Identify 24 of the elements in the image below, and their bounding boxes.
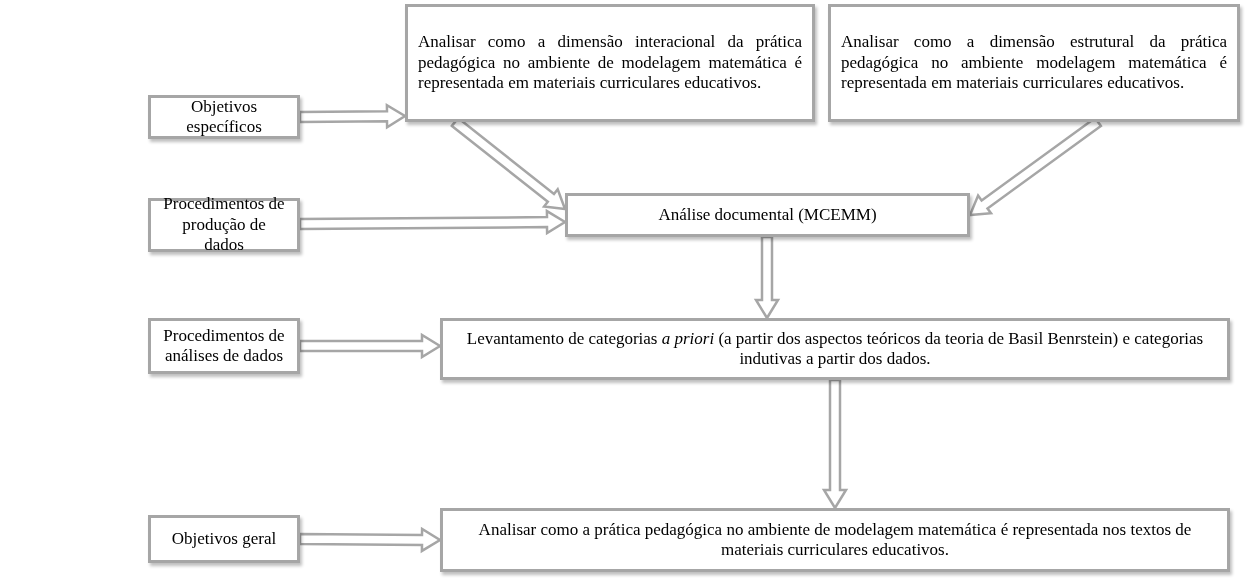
block-arrow bbox=[298, 526, 443, 554]
text-box bbox=[148, 95, 300, 139]
box-text: Procedimentos de análises de dados bbox=[162, 325, 286, 367]
box-text: Analisar como a dimensão interacional da prática pedagógica no ambiente de modelagem matemática é representada em materiais curriculares educativos. bbox=[418, 32, 802, 94]
block-arrow bbox=[298, 332, 443, 360]
text-box bbox=[440, 318, 1230, 380]
text-box bbox=[565, 193, 970, 237]
block-arrow bbox=[298, 102, 408, 130]
box-text: Analisar como a dimensão estrutural da prática pedagógica no ambiente modelagem matemática é representada em materiais curriculares educativos. bbox=[841, 32, 1227, 94]
box-text: Objetivos específicos bbox=[185, 96, 263, 138]
text-box bbox=[148, 515, 300, 563]
text-box bbox=[440, 508, 1230, 572]
box-text: Procedimentos de produção de dados bbox=[162, 194, 286, 256]
block-arrow bbox=[821, 378, 849, 511]
block-arrow bbox=[298, 208, 568, 236]
text-box bbox=[148, 318, 300, 374]
box-text: Analisar como a prática pedagógica no ambiente de modelagem matemática é representada nos textos de materiais curriculares educativos. bbox=[477, 519, 1193, 561]
block-arrow bbox=[753, 235, 781, 321]
text-box bbox=[828, 4, 1240, 122]
text-box bbox=[405, 4, 815, 122]
box-text: Levantamento de categorias a priori (a partir dos aspectos teóricos da teoria de Basil Benrstein) e categorias indutivas a partir dos dados. bbox=[465, 328, 1205, 370]
box-text: Objetivos geral bbox=[170, 528, 278, 550]
box-text: Análise documental (MCEMM) bbox=[657, 204, 878, 226]
text-box bbox=[148, 198, 300, 252]
